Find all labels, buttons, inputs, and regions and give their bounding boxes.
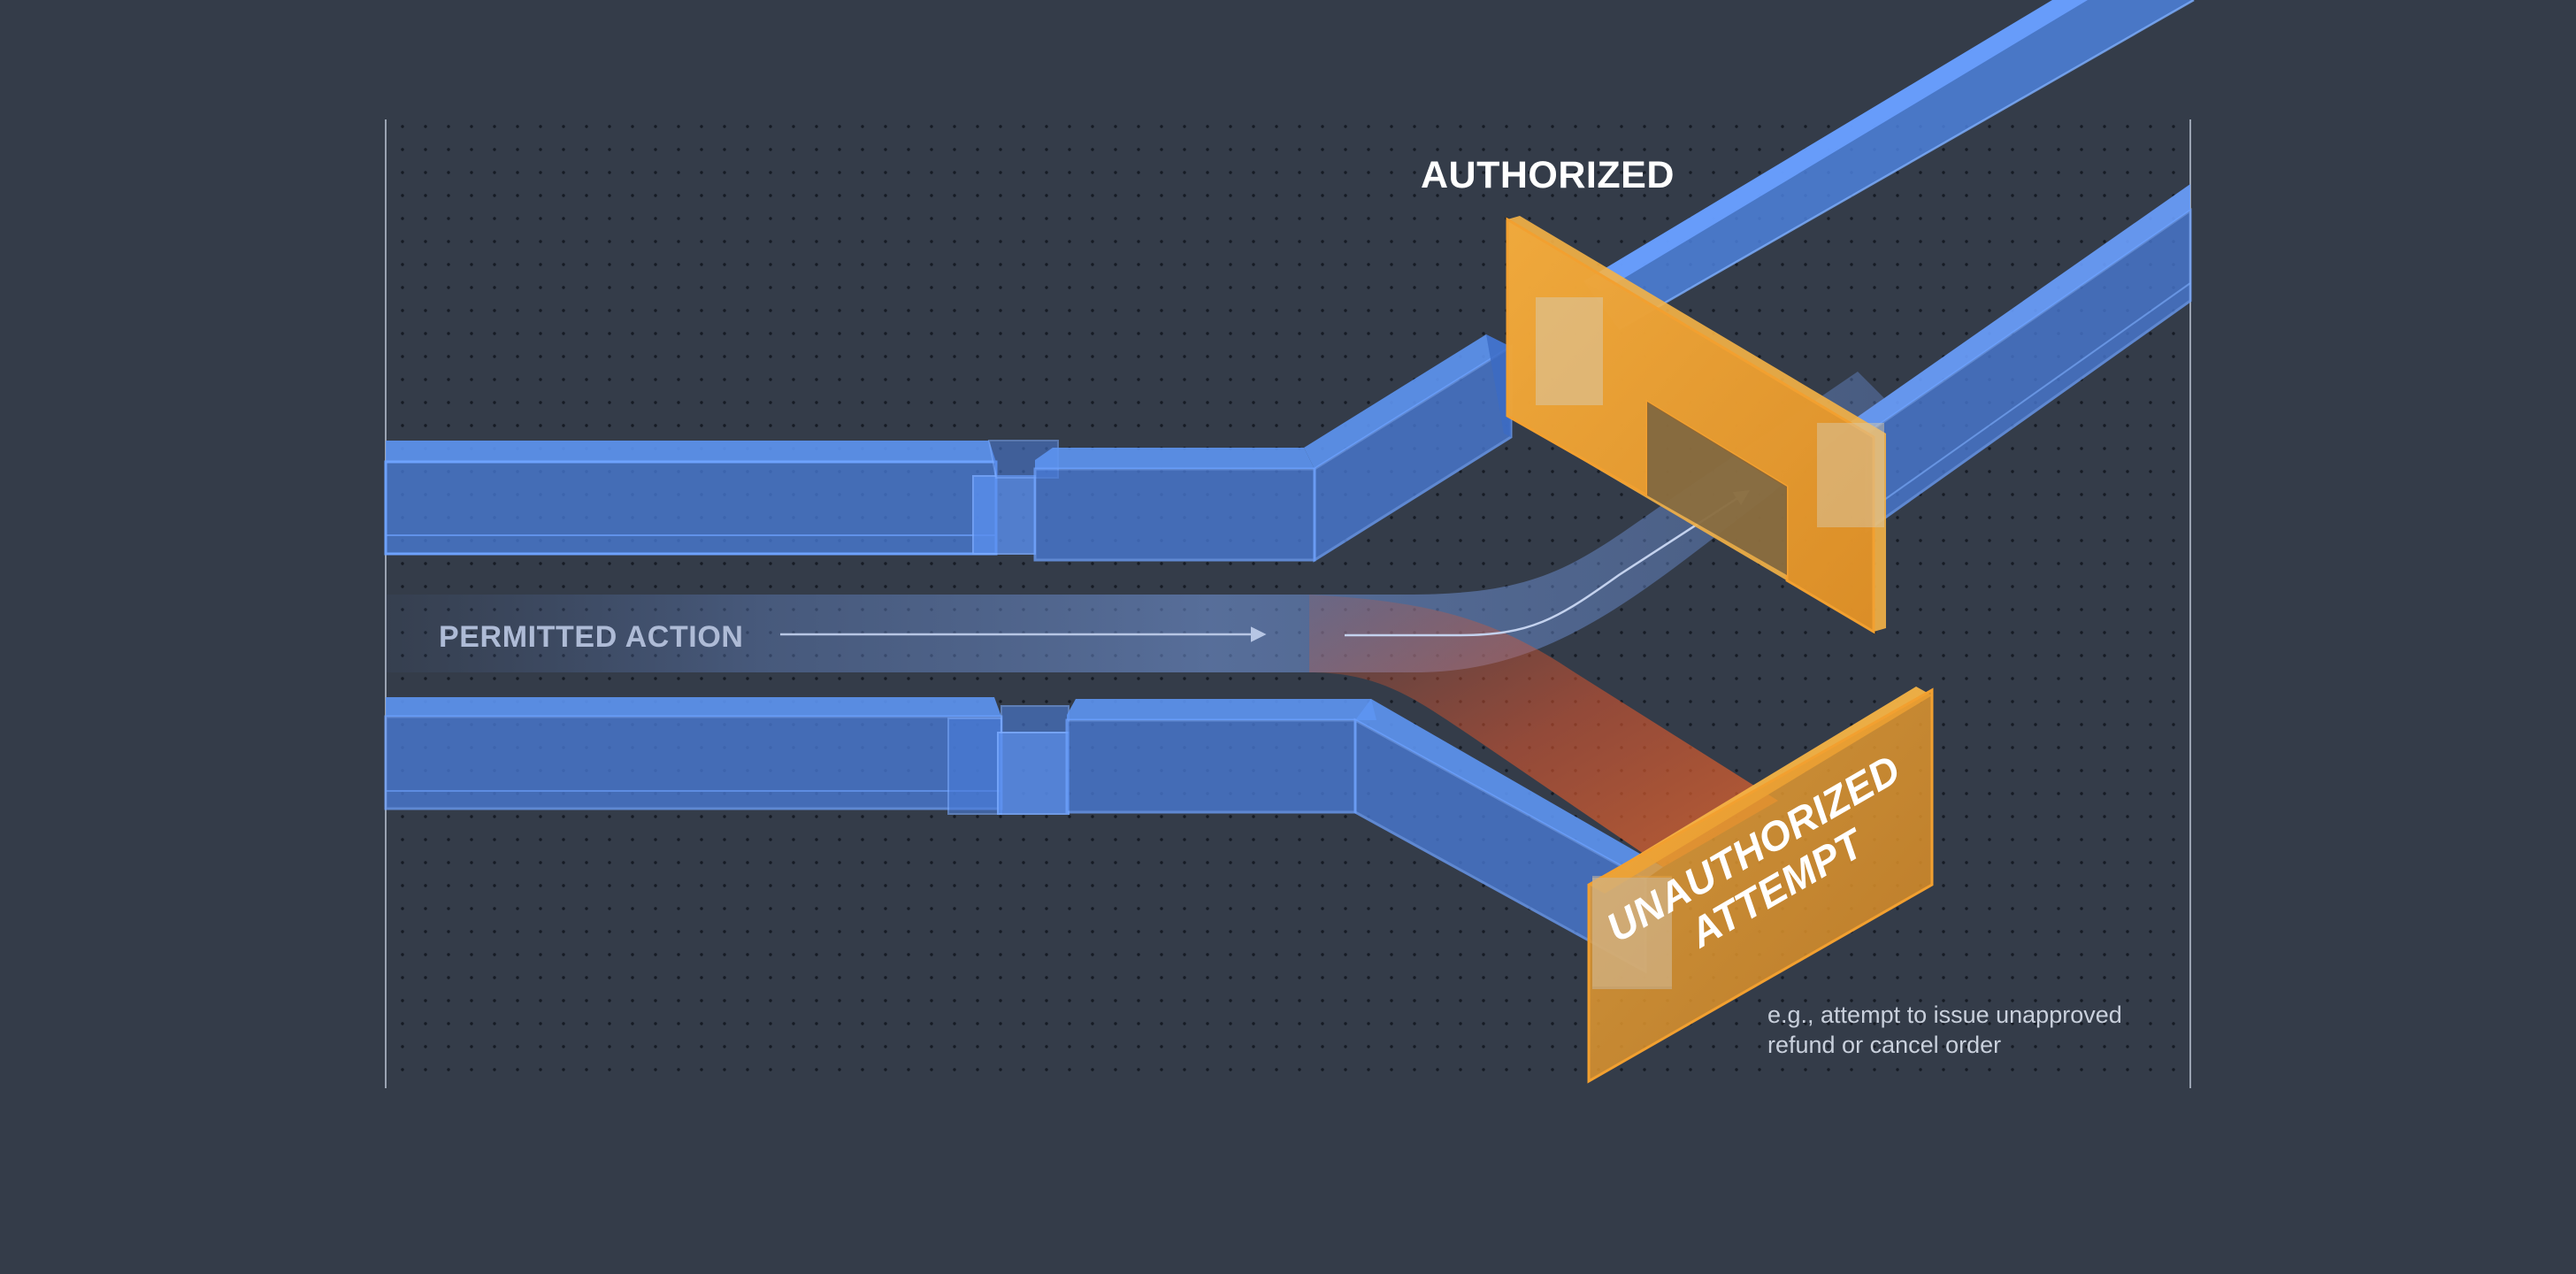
authorized-exit-channel — [1583, 0, 2195, 533]
permitted-flow — [386, 372, 1884, 867]
permitted-action-label: PERMITTED ACTION — [439, 620, 744, 654]
upper-channel — [384, 334, 1513, 563]
authorized-gate — [1506, 216, 1886, 634]
curved-flow-arrow — [1345, 490, 1750, 637]
example-note-line2: refund or cancel order — [1767, 1032, 2001, 1058]
example-note-line1: e.g., attempt to issue unapproved — [1767, 1002, 2122, 1028]
blocked-flow-band — [1309, 595, 1778, 867]
unauthorized-block — [1587, 687, 1934, 1084]
authorized-label: AUTHORIZED — [1421, 154, 1675, 196]
